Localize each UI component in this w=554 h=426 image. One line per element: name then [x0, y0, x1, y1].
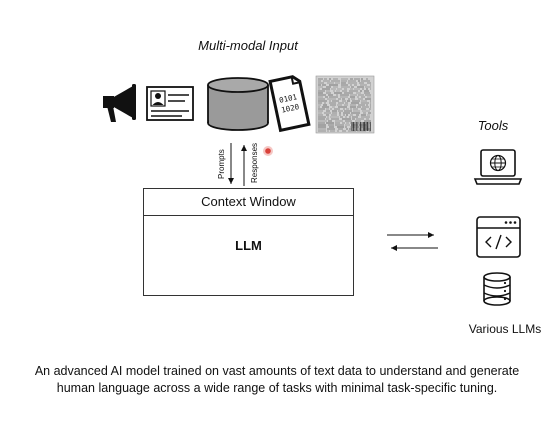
megaphone-icon — [103, 84, 136, 122]
database-icon — [207, 77, 269, 131]
tools-title: Tools — [477, 118, 509, 133]
scanned-document-icon — [315, 75, 375, 134]
input-title: Multi-modal Input — [198, 38, 298, 53]
caption-line-2: human language across a wide range of ta… — [56, 381, 498, 395]
context-window-box: Context Window LLM — [143, 188, 354, 296]
server-stack-icon — [483, 272, 511, 306]
various-llms-label: Various LLMs — [468, 322, 542, 336]
prompts-label: Prompts — [217, 149, 226, 179]
id-card-icon — [146, 86, 194, 121]
context-window-label: Context Window — [144, 189, 353, 216]
laptop-globe-icon — [473, 149, 523, 185]
binary-document-icon: 0101 1020 — [268, 75, 311, 133]
responses-label: Responses — [250, 142, 259, 183]
caption-line-1: An advanced AI model trained on vast amo… — [34, 364, 520, 378]
pointer-dot — [265, 148, 271, 154]
binary-text-1: 0101 — [278, 92, 298, 105]
code-window-icon — [476, 216, 521, 258]
llm-label: LLM — [235, 238, 262, 253]
caption: An advanced AI model trained on vast amo… — [0, 363, 554, 397]
binary-text-2: 1020 — [280, 102, 300, 115]
